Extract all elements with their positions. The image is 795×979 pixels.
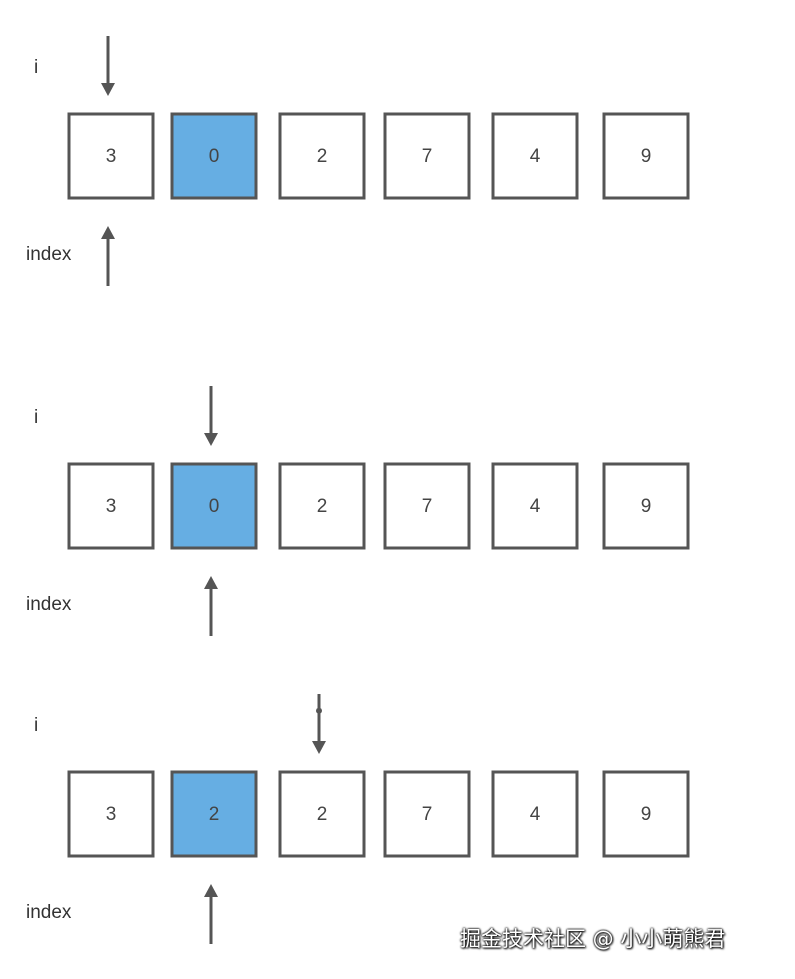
cell-box — [383, 462, 471, 550]
highlighted-cell-box — [170, 112, 258, 200]
i-label: i — [34, 57, 38, 78]
i-arrow — [204, 386, 218, 446]
array-cell: 7 — [383, 112, 471, 200]
cell-value: 9 — [641, 496, 652, 517]
array-cell: 7 — [383, 462, 471, 550]
cell-box — [67, 770, 155, 858]
cell-value: 3 — [106, 496, 117, 517]
index-arrow-head — [101, 226, 115, 239]
cell-box — [491, 770, 579, 858]
array-cell: 0 — [170, 112, 258, 200]
cell-box — [383, 770, 471, 858]
array-cell: 2 — [170, 770, 258, 858]
cell-value: 7 — [422, 496, 433, 517]
i-label: i — [34, 715, 38, 736]
array-cell: 9 — [602, 462, 690, 550]
cell-value: 0 — [209, 496, 220, 517]
i-arrow — [101, 36, 115, 96]
cell-value: 2 — [317, 146, 328, 167]
array-cell: 2 — [278, 770, 366, 858]
highlighted-cell-box — [170, 462, 258, 550]
highlighted-cell-box — [170, 770, 258, 858]
i-arrow — [312, 694, 326, 754]
array-cell: 9 — [602, 112, 690, 200]
cell-value: 9 — [641, 804, 652, 825]
cell-value: 3 — [106, 146, 117, 167]
cell-value: 0 — [209, 146, 220, 167]
frame-3: i index 3 2 2 7 4 9 — [26, 694, 690, 944]
cell-box — [278, 770, 366, 858]
index-label: index — [26, 902, 72, 923]
array-cell: 3 — [67, 770, 155, 858]
i-arrow-head — [312, 741, 326, 754]
array-cell: 9 — [602, 770, 690, 858]
cell-value: 7 — [422, 146, 433, 167]
i-label: i — [34, 407, 38, 428]
cell-value: 3 — [106, 804, 117, 825]
cell-box — [278, 112, 366, 200]
frame-1: i index 3 0 2 7 4 9 — [26, 36, 690, 286]
index-label: index — [26, 594, 72, 615]
cell-box — [491, 462, 579, 550]
watermark-text: 掘金技术社区 @ 小小萌熊君 — [460, 927, 726, 951]
cell-value: 4 — [530, 496, 541, 517]
i-arrow-head — [204, 433, 218, 446]
index-arrow — [101, 226, 115, 286]
cell-box — [491, 112, 579, 200]
array-cell: 4 — [491, 770, 579, 858]
cell-value: 4 — [530, 804, 541, 825]
cell-value: 2 — [317, 804, 328, 825]
cell-value: 4 — [530, 146, 541, 167]
i-arrow-head — [101, 83, 115, 96]
cell-box — [383, 112, 471, 200]
cell-value: 2 — [317, 496, 328, 517]
cell-value: 7 — [422, 804, 433, 825]
array-cell: 3 — [67, 112, 155, 200]
cell-box — [278, 462, 366, 550]
index-arrow — [204, 884, 218, 944]
cell-box — [602, 770, 690, 858]
cell-box — [602, 112, 690, 200]
index-arrow-head — [204, 576, 218, 589]
index-arrow-head — [204, 884, 218, 897]
frame-2: i index 3 0 2 7 4 9 — [26, 386, 690, 636]
array-cell: 4 — [491, 112, 579, 200]
index-label: index — [26, 244, 72, 265]
array-cell: 2 — [278, 462, 366, 550]
cell-box — [67, 462, 155, 550]
array-cell: 2 — [278, 112, 366, 200]
array-cell: 3 — [67, 462, 155, 550]
index-arrow — [204, 576, 218, 636]
array-cell: 0 — [170, 462, 258, 550]
array-cell: 4 — [491, 462, 579, 550]
cell-box — [67, 112, 155, 200]
cell-value: 9 — [641, 146, 652, 167]
array-cell: 7 — [383, 770, 471, 858]
i-arrow-dot — [316, 707, 322, 714]
cell-box — [602, 462, 690, 550]
cell-value: 2 — [209, 804, 220, 825]
